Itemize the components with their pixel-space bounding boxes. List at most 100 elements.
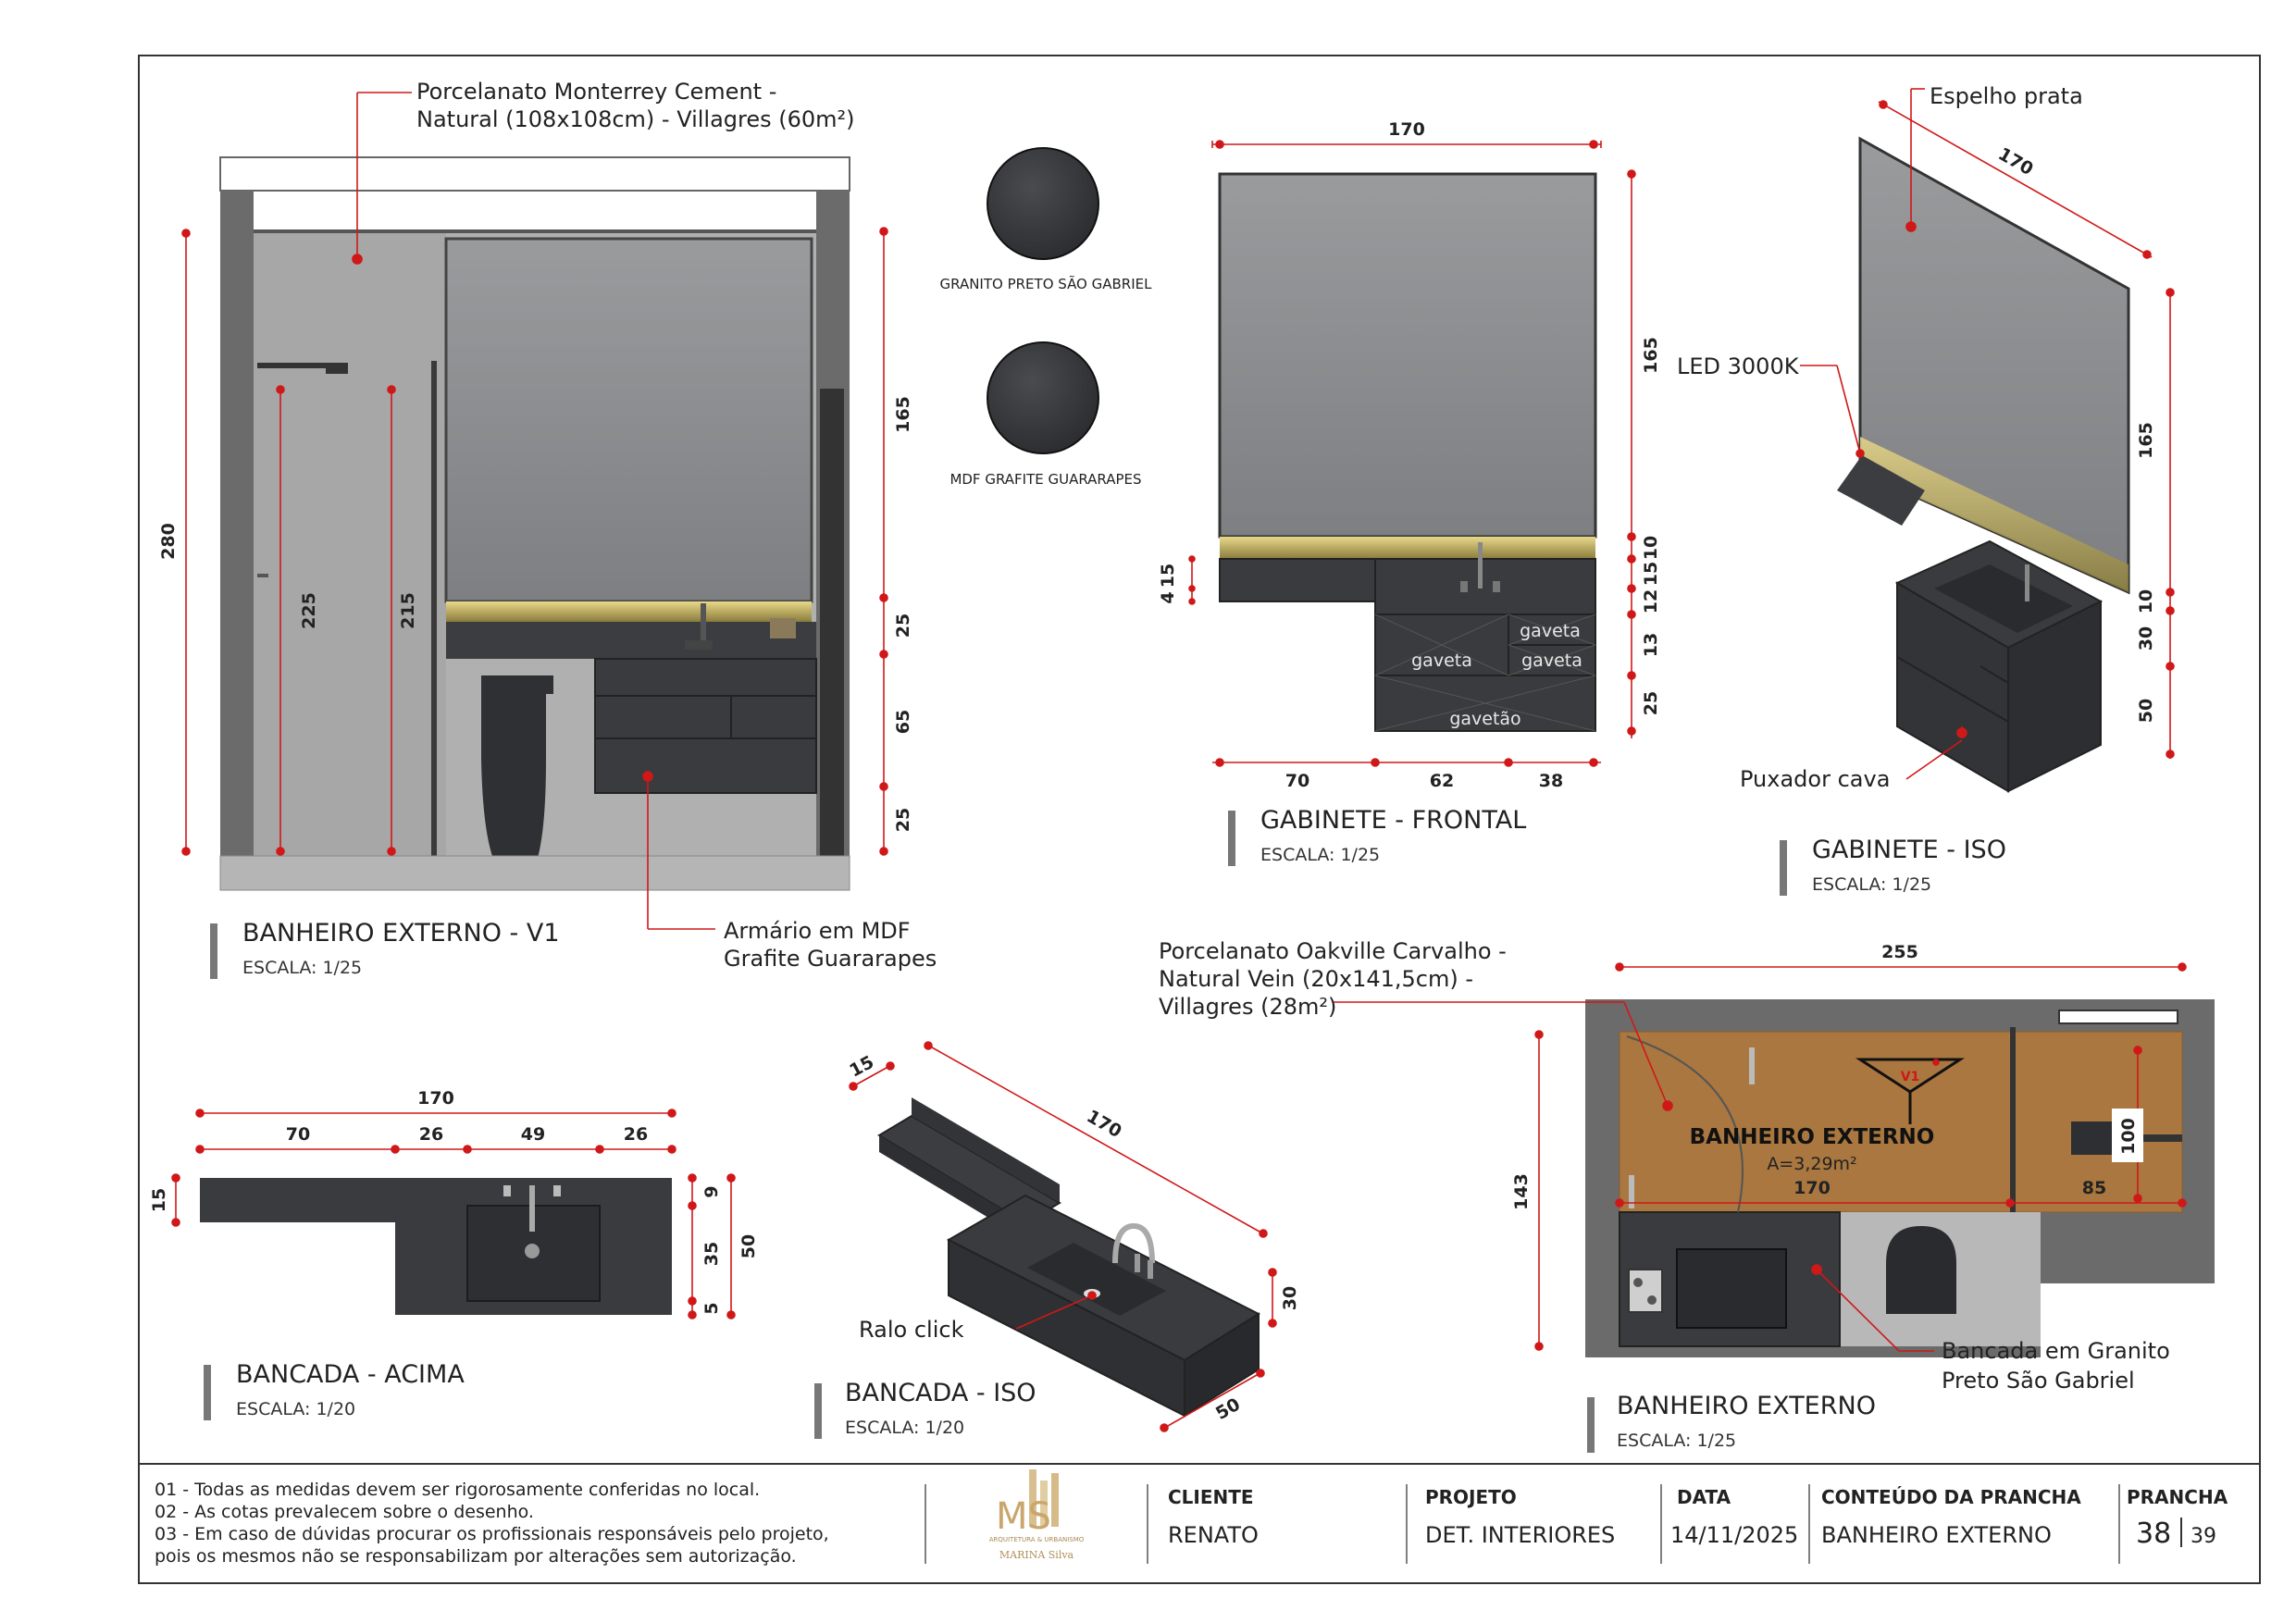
planta-title: BANHEIRO EXTERNO [1617, 1392, 1876, 1420]
acima-dim-9: 9 [701, 1185, 722, 1197]
sheet-border [138, 55, 2261, 1584]
swatch-granito-label: GRANITO PRETO SÃO GABRIEL [940, 275, 1153, 292]
note-espelho: Espelho prata [1930, 83, 2083, 109]
planta-dim-255: 255 [1881, 942, 1918, 962]
iso-dimension-lines [1800, 88, 2175, 780]
bancada-acima [200, 1178, 672, 1315]
footer-note-1: 01 - Todas as medidas devem ser rigorosa… [155, 1480, 760, 1500]
note-bancada-granito-line1: Bancada em Granito [1942, 1338, 2170, 1364]
tb-conteudo-value: BANHEIRO EXTERNO [1821, 1522, 2052, 1548]
frontal-dim-62: 62 [1430, 771, 1454, 791]
logo-mark: MS [996, 1495, 1051, 1538]
biso-dim-50: 50 [1212, 1394, 1244, 1424]
note-puxador: Puxador cava [1740, 766, 1890, 792]
acima-dim-26a: 26 [419, 1124, 443, 1145]
tb-data-label: DATA [1677, 1486, 1731, 1508]
note-oakville-line3: Villagres (28m²) [1159, 994, 1336, 1020]
bancada-iso [877, 1097, 1261, 1418]
biso-scale: ESCALA: 1/20 [845, 1418, 964, 1438]
acima-title-bar [204, 1365, 211, 1420]
planta-scale: ESCALA: 1/25 [1617, 1431, 1736, 1451]
note-bancada-granito-line2: Preto São Gabriel [1942, 1368, 2135, 1394]
v1-title: BANHEIRO EXTERNO - V1 [242, 919, 560, 948]
acima-title: BANCADA - ACIMA [236, 1360, 465, 1389]
footer-note-4: pois os mesmos não se responsabilizam po… [155, 1546, 797, 1567]
footer-note-3: 03 - Em caso de dúvidas procurar os prof… [155, 1524, 829, 1544]
frontal-dim-4: 4 [1158, 591, 1178, 603]
note-monterrey-line1: Porcelanato Monterrey Cement - [416, 79, 776, 105]
planta-dim-143: 143 [1511, 1173, 1532, 1210]
tb-prancha-label: PRANCHA [2127, 1486, 2228, 1508]
tb-cliente-value: RENATO [1168, 1522, 1259, 1548]
planta-room-name: BANHEIRO EXTERNO [1690, 1125, 1935, 1149]
planta-title-bar [1587, 1397, 1595, 1453]
frontal-dim-165: 165 [1641, 337, 1661, 374]
swatch-mdf-label: MDF GRAFITE GUARARAPES [949, 471, 1141, 488]
v1-dim-225: 225 [299, 592, 319, 629]
v1-dim-165: 165 [893, 396, 913, 433]
acima-dim-35: 35 [701, 1242, 722, 1266]
frontal-dim-15: 15 [1641, 562, 1661, 586]
frontal-title-bar [1228, 811, 1235, 866]
planta-dim-170: 170 [1793, 1178, 1831, 1198]
iso-title-bar [1780, 840, 1787, 896]
planta-room-area: A=3,29m² [1767, 1154, 1856, 1174]
gabinete-frontal [1218, 172, 1597, 732]
acima-scale: ESCALA: 1/20 [236, 1399, 355, 1419]
tb-projeto-label: PROJETO [1425, 1486, 1517, 1508]
acima-dim-5: 5 [701, 1302, 722, 1314]
v1-dimension-lines [181, 92, 888, 930]
note-armario-line1: Armário em MDF [724, 918, 911, 944]
biso-dim-15: 15 [846, 1052, 877, 1082]
biso-title: BANCADA - ISO [845, 1379, 1036, 1407]
acima-dimension-lines [171, 1109, 736, 1319]
tb-projeto-value: DET. INTERIORES [1425, 1522, 1615, 1548]
acima-dim-70: 70 [286, 1124, 310, 1145]
gabinete-iso [1837, 136, 2130, 793]
note-oakville-line2: Natural Vein (20x141,5cm) - [1159, 966, 1473, 992]
v1-dim-25a: 25 [893, 613, 913, 638]
note-armario-line2: Grafite Guararapes [724, 946, 937, 972]
frontal-dim-10: 10 [1641, 536, 1661, 560]
tb-conteudo-label: CONTEÚDO DA PRANCHA [1821, 1486, 2081, 1508]
frontal-gaveta-top: gaveta [1520, 621, 1581, 641]
iso-dim-30: 30 [2136, 626, 2156, 650]
iso-title: GABINETE - ISO [1812, 836, 2006, 864]
swatch-granito [987, 147, 1099, 260]
iso-dim-50: 50 [2136, 699, 2156, 723]
acima-dim-26b: 26 [624, 1124, 648, 1145]
logo-subtitle: ARQUITETURA & URBANISMO [989, 1536, 1085, 1543]
tb-cliente-label: CLIENTE [1168, 1486, 1254, 1508]
frontal-dim-70: 70 [1285, 771, 1309, 791]
elevation-v1 [219, 156, 850, 891]
acima-dim-49: 49 [521, 1124, 545, 1145]
iso-dim-10: 10 [2136, 589, 2156, 613]
acima-dim-15: 15 [149, 1188, 169, 1212]
v1-scale: ESCALA: 1/25 [242, 958, 362, 978]
biso-dimension-lines [849, 1041, 1277, 1432]
frontal-gaveta-left: gaveta [1411, 650, 1472, 671]
note-monterrey-line2: Natural (108x108cm) - Villagres (60m²) [416, 106, 855, 132]
biso-dim-30: 30 [1280, 1286, 1300, 1310]
frontal-gavetao: gavetão [1449, 709, 1520, 729]
planta-dim-100: 100 [2118, 1118, 2139, 1155]
frontal-dim-13: 13 [1641, 633, 1661, 657]
note-ralo: Ralo click [859, 1317, 964, 1343]
frontal-gaveta-right: gaveta [1521, 650, 1582, 671]
iso-dim-165: 165 [2136, 422, 2156, 459]
logo-signature: MARINA Silva [999, 1549, 1074, 1561]
note-oakville-line1: Porcelanato Oakville Carvalho - [1159, 938, 1507, 964]
frontal-dim-25: 25 [1641, 691, 1661, 715]
planta-view-marker: V1 [1901, 1070, 1920, 1084]
acima-dim-170: 170 [417, 1088, 454, 1109]
footer-note-2: 02 - As cotas prevalecem sobre o desenho… [155, 1502, 534, 1522]
tb-data-value: 14/11/2025 [1670, 1522, 1798, 1548]
iso-dim-170: 170 [1994, 143, 2036, 180]
v1-title-bar [210, 923, 217, 979]
planta-dim-100-bg [2112, 1109, 2143, 1162]
tb-prancha-number: 38 [2136, 1518, 2171, 1550]
note-led: LED 3000K [1677, 353, 1800, 379]
frontal-title: GABINETE - FRONTAL [1260, 806, 1526, 835]
acima-dim-50: 50 [738, 1234, 759, 1258]
